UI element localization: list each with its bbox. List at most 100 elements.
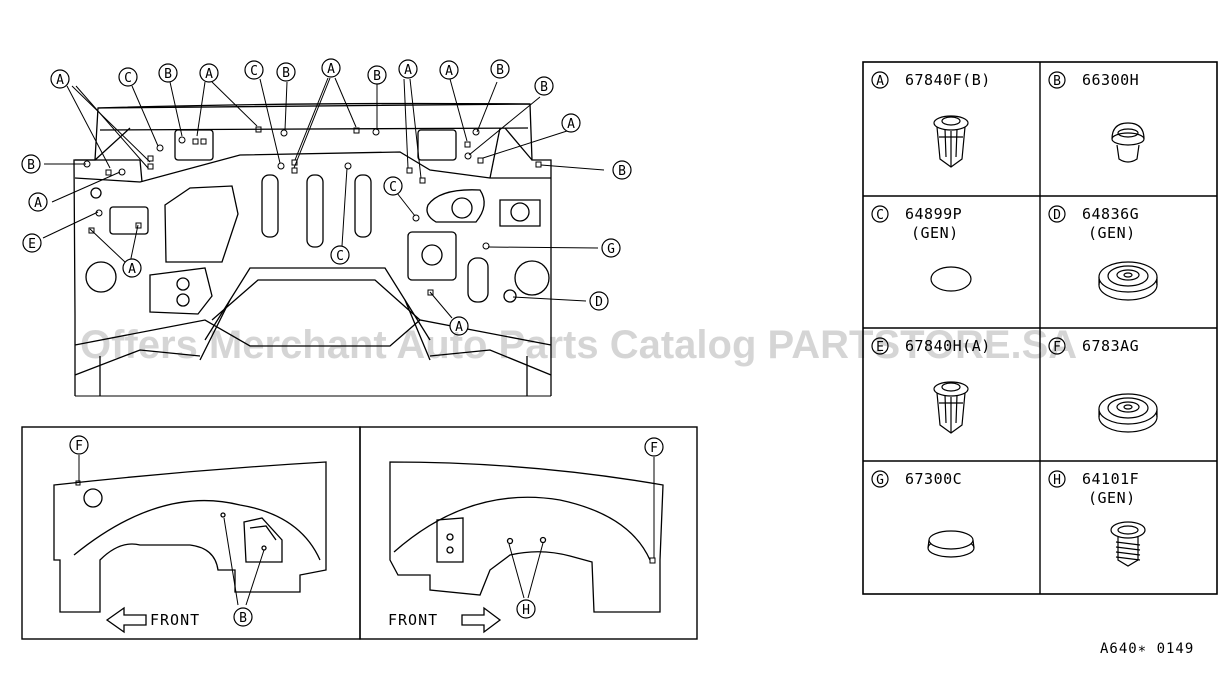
- part-number: 66300H: [1082, 71, 1139, 89]
- callout-g: G: [601, 238, 621, 258]
- callout-c: C: [118, 67, 138, 87]
- callout-circle: [589, 291, 609, 311]
- callout-circle: [1048, 71, 1066, 89]
- parts-legend-table: [862, 61, 1218, 595]
- callout-circle: [383, 176, 403, 196]
- callout-h: H: [516, 599, 536, 619]
- callout-letter: A: [455, 320, 463, 335]
- callout-circle: [561, 113, 581, 133]
- callout-letter: B: [496, 63, 504, 78]
- callout-a: A: [199, 63, 219, 83]
- callout-b: B: [1048, 71, 1066, 89]
- legend-cell-b: B 66300H: [1048, 71, 1145, 163]
- part-number: 67840F(B): [905, 71, 991, 89]
- callout-f: F: [1048, 337, 1066, 355]
- callout-circle: [644, 437, 664, 457]
- callout-a: A: [122, 258, 142, 278]
- callout-circle: [21, 154, 41, 174]
- dash-panel-drawing: [73, 102, 552, 397]
- legend-cell-a: A 67840F(B): [871, 71, 991, 168]
- round-grommet-icon: [1098, 393, 1158, 433]
- callout-a: A: [28, 192, 48, 212]
- callout-f: F: [644, 437, 664, 457]
- callout-c: C: [244, 60, 264, 80]
- callout-letter: F: [650, 441, 658, 456]
- callout-a: A: [50, 69, 70, 89]
- legend-cell-c: C 64899P(GEN): [871, 205, 972, 292]
- part-number: 64899P: [905, 205, 962, 223]
- callout-letter: C: [124, 71, 132, 86]
- callout-letter: H: [522, 603, 530, 618]
- callout-letter: C: [336, 249, 344, 264]
- callout-circle: [871, 337, 889, 355]
- callout-circle: [534, 76, 554, 96]
- callout-circle: [276, 62, 296, 82]
- diagram-reference-number: A640∗ 0149: [1100, 641, 1194, 657]
- callout-a: A: [398, 59, 418, 79]
- callout-a: A: [871, 71, 889, 89]
- callout-circle: [490, 59, 510, 79]
- part-number: 6783AG: [1082, 337, 1139, 355]
- callout-letter: B: [618, 164, 626, 179]
- callout-letter: A: [567, 117, 575, 132]
- callout-letter: G: [876, 473, 884, 488]
- callout-circle: [321, 58, 341, 78]
- callout-b: B: [490, 59, 510, 79]
- callout-circle: [398, 59, 418, 79]
- callout-e: E: [871, 337, 889, 355]
- push-clip-icon: [933, 381, 969, 434]
- callout-letter: F: [1053, 340, 1061, 355]
- callout-circle: [1048, 205, 1066, 223]
- callout-c: C: [330, 245, 350, 265]
- callout-b: B: [21, 154, 41, 174]
- callout-b: B: [534, 76, 554, 96]
- front-direction-label-left: FRONT: [150, 611, 200, 629]
- callout-circle: [449, 316, 469, 336]
- callout-letter: B: [282, 66, 290, 81]
- callout-letter: C: [250, 64, 258, 79]
- callout-e: E: [22, 233, 42, 253]
- callout-letter: D: [1053, 208, 1061, 223]
- callout-b: B: [158, 63, 178, 83]
- callout-letter: C: [876, 208, 884, 223]
- callout-letter: E: [876, 340, 884, 355]
- callout-letter: B: [373, 69, 381, 84]
- callout-b: B: [367, 65, 387, 85]
- callout-b: B: [233, 607, 253, 627]
- callout-letter: A: [445, 64, 453, 79]
- callout-h: H: [1048, 470, 1066, 488]
- callout-letter: A: [404, 63, 412, 78]
- callout-f: F: [69, 435, 89, 455]
- callout-letter: B: [540, 80, 548, 95]
- callout-d: D: [589, 291, 609, 311]
- front-direction-label-right: FRONT: [388, 611, 438, 629]
- flat-cap-icon: [927, 530, 975, 558]
- part-number: 64836G: [1082, 205, 1139, 223]
- callout-letter: H: [1053, 473, 1061, 488]
- callout-circle: [516, 599, 536, 619]
- callout-circle: [118, 67, 138, 87]
- callout-d: D: [1048, 205, 1066, 223]
- callout-letter: B: [164, 67, 172, 82]
- callout-a: A: [321, 58, 341, 78]
- callout-letter: D: [595, 295, 603, 310]
- callout-circle: [330, 245, 350, 265]
- callout-letter: B: [27, 158, 35, 173]
- callout-a: A: [439, 60, 459, 80]
- part-note: (GEN): [911, 224, 959, 242]
- callout-circle: [871, 71, 889, 89]
- legend-cells: A 67840F(B) B 66300H C 64899P(GEN) D 64836G (GEN…: [871, 71, 1158, 567]
- callout-letter: B: [1053, 74, 1061, 89]
- callout-letter: A: [34, 196, 42, 211]
- screw-grommet-icon: [1110, 521, 1146, 567]
- callout-circle: [50, 69, 70, 89]
- callout-letter: B: [239, 611, 247, 626]
- callout-circle: [69, 435, 89, 455]
- mushroom-plug-icon: [1111, 122, 1145, 163]
- callout-b: B: [276, 62, 296, 82]
- side-view-panel-left: [21, 426, 361, 640]
- callout-g: G: [871, 470, 889, 488]
- callout-circle: [871, 470, 889, 488]
